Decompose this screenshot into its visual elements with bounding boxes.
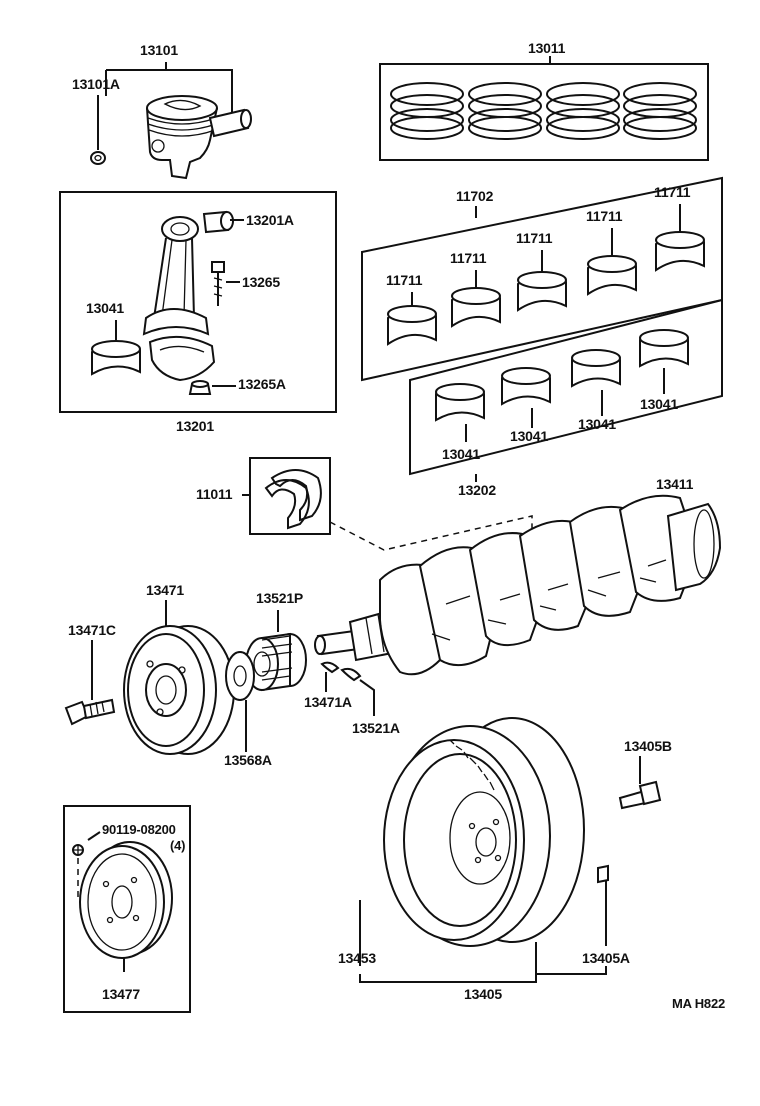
crankshaft [314, 494, 722, 676]
connecting-rod [142, 216, 216, 382]
label-13101a: 13101A [72, 76, 120, 92]
ring-set-3 [546, 82, 620, 140]
label-11011: 11011 [196, 486, 233, 502]
ring-set-2 [468, 82, 542, 140]
piston [146, 95, 218, 180]
label-13411: 13411 [656, 476, 694, 492]
label-13265a: 13265A [238, 376, 286, 392]
crank-pulley [123, 625, 235, 755]
label-11711-2: 11711 [450, 250, 487, 266]
flywheel-group [359, 717, 662, 983]
label-13265: 13265 [242, 274, 280, 290]
main-bearing-lower-1 [435, 383, 485, 422]
label-13201: 13201 [176, 418, 214, 434]
label-11711-1: 11711 [386, 272, 423, 288]
label-13202: 13202 [458, 482, 496, 498]
drive-plate [79, 841, 173, 959]
crank-key-b [340, 667, 375, 716]
piston-pin [208, 108, 252, 138]
main-bearing-lower-4 [639, 329, 689, 368]
label-13568a: 13568A [224, 752, 272, 768]
label-13101: 13101 [140, 42, 178, 58]
label-90119-08200: 90119-08200 [102, 822, 176, 837]
piston-group [90, 62, 252, 180]
main-bearing-upper-3 [517, 271, 567, 312]
rod-bushing [202, 210, 234, 234]
connecting-rod-group [59, 191, 337, 413]
label-13011: 13011 [528, 40, 566, 56]
flywheel-bolt [618, 756, 662, 810]
label-13405a: 13405A [582, 950, 630, 966]
label-13405b: 13405B [624, 738, 672, 754]
label-13041-b: 13041 [510, 428, 548, 444]
main-bearing-upper-2 [451, 287, 501, 328]
timing-gear-group [225, 610, 375, 752]
crank-washer [225, 651, 255, 701]
label-90119-qty: (4) [170, 838, 186, 853]
label-13405: 13405 [464, 986, 502, 1002]
rod-bearing [91, 340, 141, 376]
crank-timing-gear [245, 632, 307, 692]
label-11711-3: 11711 [516, 230, 553, 246]
flywheel-dowel [597, 864, 609, 946]
rod-bolt [211, 261, 225, 306]
label-13521p: 13521P [256, 590, 304, 606]
label-13041-a: 13041 [442, 446, 480, 462]
label-13471c: 13471C [68, 622, 116, 638]
piston-rings-group [379, 56, 709, 161]
label-13471a: 13471A [304, 694, 352, 710]
label-13041-c: 13041 [578, 416, 616, 432]
drive-plate-group [63, 805, 191, 1013]
snap-ring [90, 151, 106, 165]
label-13041-d: 13041 [640, 396, 678, 412]
flywheel [383, 717, 585, 947]
label-13041-rod: 13041 [86, 300, 124, 316]
main-bearing-upper-4 [587, 255, 637, 296]
ring-set-4 [623, 82, 697, 140]
ring-set-1 [390, 82, 464, 140]
pulley-bolt [64, 640, 116, 726]
label-11711-4: 11711 [586, 208, 623, 224]
main-bearing-upper-5 [655, 231, 705, 272]
label-13453: 13453 [338, 950, 376, 966]
main-bearing-lower-3 [571, 349, 621, 388]
figure-code: MA H822 [672, 996, 726, 1011]
label-11702: 11702 [456, 188, 494, 204]
thrust-washer [264, 469, 322, 530]
main-bearing-lower-2 [501, 367, 551, 406]
lower-main-bearings-group [409, 298, 723, 482]
drive-plate-bolt [72, 844, 84, 856]
label-13471: 13471 [146, 582, 184, 598]
crank-key-a [320, 661, 340, 692]
rod-nut [188, 380, 212, 395]
main-bearing-upper-1 [387, 305, 437, 346]
label-13201a: 13201A [246, 212, 294, 228]
label-13521a: 13521A [352, 720, 400, 736]
label-11711-5: 11711 [654, 184, 691, 200]
crank-pulley-group [64, 600, 235, 755]
label-13477: 13477 [102, 986, 140, 1002]
